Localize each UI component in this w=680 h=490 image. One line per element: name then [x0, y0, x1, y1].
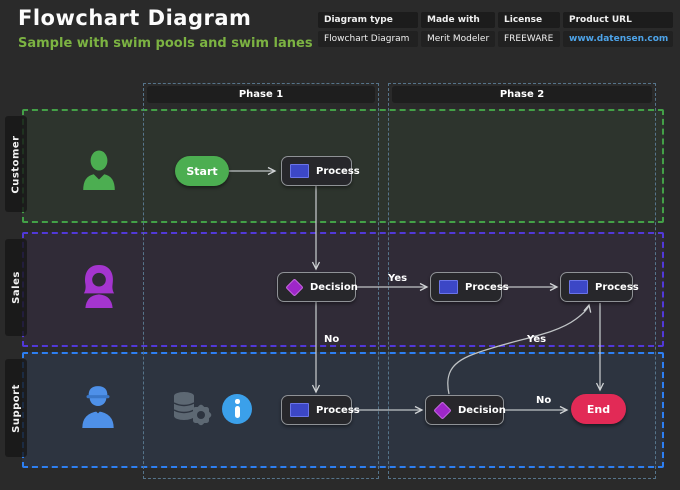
- lane-label-customer: Customer: [5, 116, 27, 212]
- end-node: End: [571, 394, 626, 424]
- decision-node-label: Decision: [458, 404, 506, 416]
- page-subtitle: Sample with swim pools and swim lanes: [18, 36, 313, 51]
- decision-diamond-icon: [433, 400, 452, 420]
- info-val-license: FREEWARE: [498, 31, 560, 47]
- start-node: Start: [175, 156, 229, 186]
- customer-person-icon: [83, 150, 115, 190]
- process-icon: [290, 403, 309, 417]
- decision-node-sales: Decision: [277, 272, 358, 302]
- phase-2-column: Phase 2: [388, 83, 656, 479]
- info-col-diagram-type: Diagram type: [318, 12, 418, 28]
- lane-label-sales-text: Sales: [10, 271, 22, 304]
- process-icon: [439, 280, 458, 294]
- diagram-info-table: Diagram type Made with License Product U…: [318, 12, 673, 47]
- lane-label-support: Support: [5, 359, 27, 457]
- start-node-label: Start: [186, 164, 218, 178]
- product-url-link[interactable]: www.datensen.com: [563, 31, 673, 47]
- process-icon: [290, 164, 309, 178]
- decision-node-label: Decision: [310, 281, 358, 293]
- process-node-phase2-sales-a: Process: [430, 272, 509, 302]
- phase-2-header: Phase 2: [392, 86, 652, 103]
- process-node-label: Process: [595, 281, 639, 293]
- phase-1-column: Phase 1: [143, 83, 379, 479]
- page-title: Flowchart Diagram: [18, 6, 252, 30]
- decision-diamond-icon: [285, 277, 304, 297]
- process-node-phase2-sales-b: Process: [560, 272, 639, 302]
- lane-label-customer-text: Customer: [10, 134, 22, 194]
- lane-label-sales: Sales: [5, 239, 27, 336]
- process-node-support: Process: [281, 395, 360, 425]
- process-node-label: Process: [465, 281, 509, 293]
- decision-node-support: Decision: [425, 395, 506, 425]
- process-node-customer: Process: [281, 156, 360, 186]
- phase-1-header: Phase 1: [147, 86, 375, 103]
- end-node-label: End: [586, 402, 611, 416]
- info-col-license: License: [498, 12, 560, 28]
- info-icon: [222, 394, 252, 424]
- info-col-made-with: Made with: [421, 12, 495, 28]
- process-node-label: Process: [316, 165, 360, 177]
- support-person-icon: [82, 386, 114, 428]
- info-val-diagram-type: Flowchart Diagram: [318, 31, 418, 47]
- sales-person-icon: [83, 265, 115, 308]
- process-icon: [569, 280, 588, 294]
- info-col-product-url: Product URL: [563, 12, 673, 28]
- process-node-label: Process: [316, 404, 360, 416]
- info-val-made-with: Merit Modeler: [421, 31, 495, 47]
- database-gear-icon: [173, 392, 212, 426]
- lane-label-support-text: Support: [10, 383, 22, 433]
